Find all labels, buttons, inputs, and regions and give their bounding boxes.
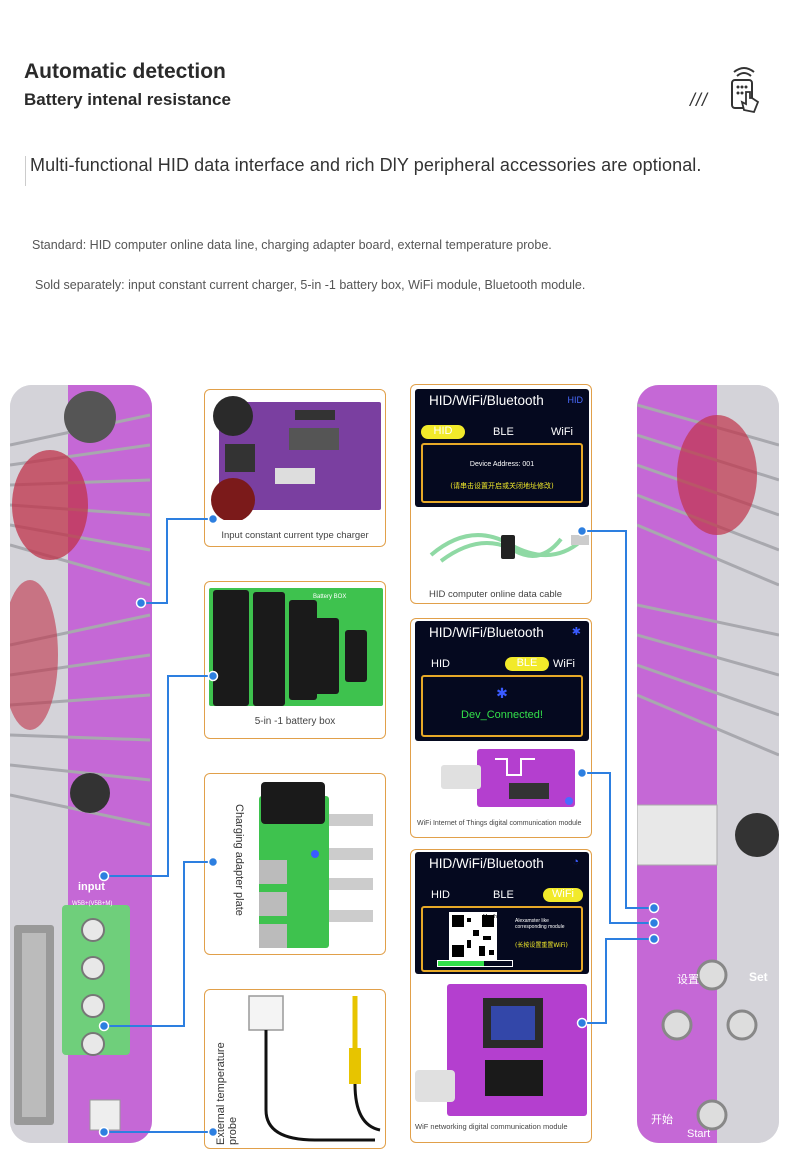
probe-image: [248, 995, 381, 1142]
wifi-net-module-image: [415, 984, 587, 1116]
page-title: Automatic detection: [24, 60, 226, 83]
device-right-start-label: Start: [687, 1128, 710, 1140]
card-probe: External temperature probe: [204, 989, 386, 1149]
screen-wifi: HID/WiFi/Bluetooth ◔ HID BLE WiFi Mouth …: [415, 852, 589, 974]
screen-wifi-tab-hid: HID: [431, 889, 450, 901]
wifi-qr-code: [449, 912, 497, 960]
page-subtitle: Battery intenal resistance: [24, 90, 231, 109]
wifi-progress-bar: [437, 960, 513, 967]
intro-text: Multi-functional HID data interface and …: [30, 155, 702, 175]
wifi-hint: Alexamster like corresponding module: [515, 918, 565, 930]
decorative-slashes: ///: [690, 90, 709, 110]
intro-divider: [25, 156, 26, 186]
probe-caption: External temperature probe: [215, 1042, 239, 1145]
screen-ble-title: HID/WiFi/Bluetooth: [429, 625, 544, 640]
wifi-progress-fill: [438, 961, 484, 966]
device-left-spec-label: W5B+(V5B+M): [72, 901, 112, 907]
adapter-image: [259, 782, 373, 948]
standard-accessories: Standard: HID computer online data line,…: [32, 238, 552, 252]
charger-caption: Input constant current type charger: [221, 530, 369, 541]
hid-cable-image: [429, 533, 589, 563]
screen-wifi-panel: Mouth Alexamster like corresponding modu…: [421, 906, 583, 972]
wifi-iot-module-image: [441, 749, 575, 807]
card-adapter: Charging adapter plate: [204, 773, 386, 955]
screen-hid-tab-hid: HID: [421, 425, 465, 439]
card-battery-box: Battery BOX 5-in -1 battery box: [204, 581, 386, 739]
screen-hid-tab-wifi: WiFi: [551, 426, 573, 438]
hid-cable-caption: HID computer online data cable: [429, 589, 563, 600]
bluetooth-icon: ✱: [571, 626, 581, 638]
device-right-image: Set 设置 Start 开始: [637, 385, 779, 1143]
wifi-icon: ◔: [572, 856, 579, 868]
device-left-image: input W5B+(V5B+M): [10, 385, 152, 1143]
screen-ble-status: Dev_Connected!: [461, 709, 543, 721]
battery-box-pcb-label: Battery BOX: [313, 594, 346, 600]
screen-ble: HID/WiFi/Bluetooth ✱ HID BLE WiFi ✱ Dev_…: [415, 621, 589, 741]
device-right-start-cn-label: 开始: [651, 1112, 673, 1126]
device-right-set-label: Set: [749, 970, 768, 984]
screen-ble-tab-hid: HID: [431, 658, 450, 670]
battery-box-caption: 5-in -1 battery box: [254, 716, 336, 727]
screen-hid-panel: Device Address: 001 (请串击设置开启或关闭地址修改): [421, 443, 583, 503]
remote-touch-icon: [731, 67, 760, 114]
screen-hid-hint: (请串击设置开启或关闭地址修改): [450, 482, 554, 490]
device-left-input-label: input: [78, 881, 105, 893]
card-hid-cable: HID/WiFi/Bluetooth HID HID BLE WiFi Devi…: [410, 384, 592, 604]
adapter-caption: Charging adapter plate: [233, 804, 245, 916]
wifi-qr-label: Mouth: [483, 914, 497, 920]
wifi-iot-caption: WiFi Internet of Things digital communic…: [417, 820, 582, 827]
wifi-net-caption: WiF networking digital communication mod…: [415, 1122, 568, 1131]
screen-ble-panel: ✱ Dev_Connected!: [421, 675, 583, 737]
bluetooth-connected-icon: ✱: [496, 685, 508, 701]
wifi-reset-hint: (长按设置重置WiFi): [515, 942, 568, 949]
card-wifi-iot: HID/WiFi/Bluetooth ✱ HID BLE WiFi ✱ Dev_…: [410, 618, 592, 838]
screen-hid-tab-ble: BLE: [493, 426, 514, 438]
card-wifi-net: HID/WiFi/Bluetooth ◔ HID BLE WiFi Mouth …: [410, 849, 592, 1143]
card-charger: Input constant current type charger: [204, 389, 386, 547]
screen-wifi-tab-wifi: WiFi: [543, 888, 583, 902]
optional-accessories: Sold separately: input constant current …: [35, 278, 586, 292]
battery-box-image: Battery BOX: [209, 588, 383, 706]
screen-hid-badge: HID: [567, 395, 584, 405]
device-right-set-cn-label: 设置: [677, 973, 699, 986]
screen-hid-title: HID/WiFi/Bluetooth: [429, 393, 544, 408]
screen-hid: HID/WiFi/Bluetooth HID HID BLE WiFi Devi…: [415, 389, 589, 507]
screen-hid-address: Device Address: 001: [469, 461, 535, 468]
screen-wifi-title: HID/WiFi/Bluetooth: [429, 856, 544, 871]
screen-wifi-tab-ble: BLE: [493, 889, 514, 901]
charger-image: [211, 396, 381, 522]
screen-ble-tab-ble: BLE: [505, 657, 549, 671]
screen-ble-tab-wifi: WiFi: [553, 658, 575, 670]
